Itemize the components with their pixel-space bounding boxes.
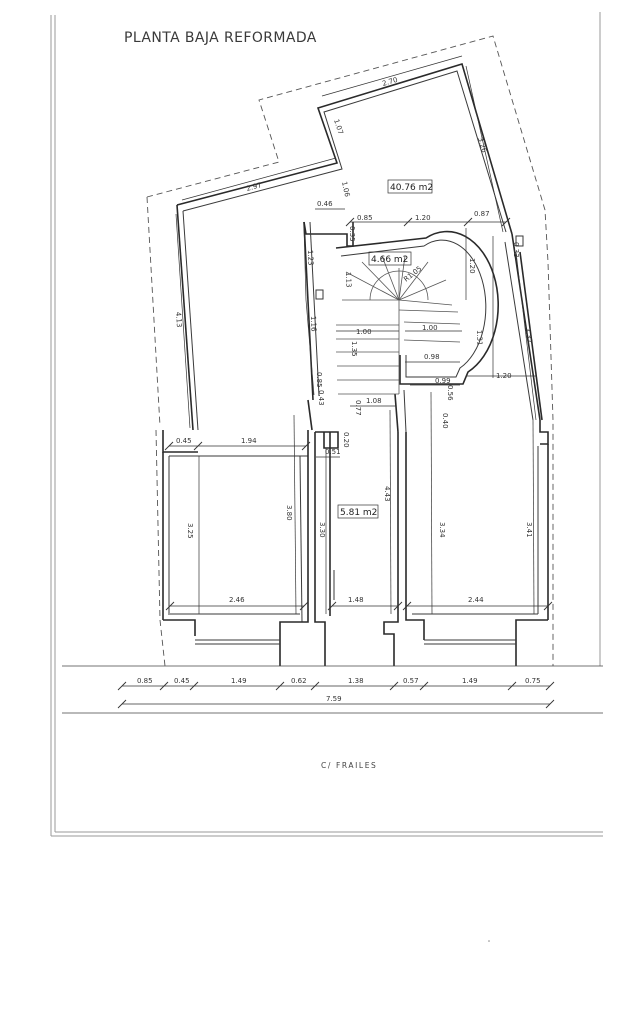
dim-label: 0.45: [176, 437, 192, 445]
dim-label: 0.35: [348, 226, 356, 242]
dim-label: 0.45: [174, 677, 190, 685]
dim-label: 2.70: [381, 76, 398, 88]
dim-label: 3.80: [285, 505, 293, 521]
dim-label: 1.20: [496, 372, 512, 380]
dim-label: 1.20: [415, 214, 431, 222]
dim-label: 0.43: [317, 390, 325, 406]
area-upper-label: 40.76 m2: [390, 183, 433, 193]
dim-label: 1.08: [366, 397, 382, 405]
dim-label: 0.51: [325, 448, 341, 456]
dim-label: 0.62: [291, 677, 307, 685]
dim-label: 0.85: [315, 372, 323, 388]
dim-label: 1.06: [340, 181, 351, 198]
dim-label: 3.34: [438, 522, 446, 538]
street-name: C/ FRAILES: [321, 761, 377, 770]
dimension-labels: 2.70 1.07 3.26 1.06 2.97 0.46 0.85 0.35 …: [137, 76, 541, 703]
dim-label: 2.44: [468, 596, 484, 604]
sheet-frame: [50, 12, 603, 837]
dim-label: 0.33: [512, 242, 520, 258]
dim-label: 0.85: [357, 214, 373, 222]
dim-label: 0.46: [317, 200, 333, 208]
dim-label: 1.07: [332, 118, 344, 135]
dim-label: 0.75: [525, 677, 541, 685]
dim-label: 0.98: [424, 353, 440, 361]
walls: [162, 62, 549, 666]
dim-label: 0.56: [446, 385, 454, 401]
dim-label: 1.20: [468, 258, 476, 274]
dim-label: 1.00: [356, 328, 372, 336]
street-edge: [62, 665, 603, 714]
dim-label: 0.77: [354, 400, 362, 416]
dim-label: 1.94: [241, 437, 257, 445]
dim-label: 4.13: [174, 312, 183, 328]
staircase: [336, 255, 461, 395]
dim-label: 1.49: [231, 677, 247, 685]
dim-label: 4.43: [383, 486, 391, 502]
area-corridor-label: 5.81 m2: [340, 508, 377, 518]
dim-label: 1.38: [348, 677, 364, 685]
dim-label: 0.20: [342, 432, 350, 448]
dim-label: 3.41: [525, 522, 533, 538]
dim-label: 0.99: [435, 377, 451, 385]
dim-label: 1.00: [422, 324, 438, 332]
dim-label: 0.57: [403, 677, 419, 685]
dim-label: 0.40: [441, 413, 449, 429]
area-labels: 40.76 m2 4.66 m2 5.81 m2: [337, 179, 433, 519]
dim-label: 1.49: [462, 677, 478, 685]
dim-label: 2.46: [229, 596, 245, 604]
plan-title: PLANTA BAJA REFORMADA: [124, 30, 317, 46]
dim-label: 0.85: [137, 677, 153, 685]
dim-label: 3.25: [186, 523, 194, 539]
dimension-ticks: [117, 217, 555, 709]
dim-label: 1.16: [309, 316, 318, 332]
dim-label: 1.23: [306, 250, 315, 266]
plot-boundary: [146, 35, 554, 667]
area-stair-label: 4.66 m2: [371, 255, 408, 265]
dim-label: 0.87: [474, 210, 490, 218]
dim-label: 3.37: [523, 327, 534, 344]
dim-label: 1.31: [475, 330, 484, 346]
dim-label: 1.35: [350, 341, 358, 357]
scan-speck: [488, 940, 490, 942]
dim-label: 2.97: [245, 181, 262, 193]
dim-label: 7.59: [326, 695, 342, 703]
dimension-lines: [122, 55, 550, 705]
dim-label: 1.13: [344, 272, 353, 288]
dim-label: 3.30: [318, 522, 326, 538]
dim-label: 3.26: [476, 136, 488, 154]
dim-label: 1.48: [348, 596, 364, 604]
